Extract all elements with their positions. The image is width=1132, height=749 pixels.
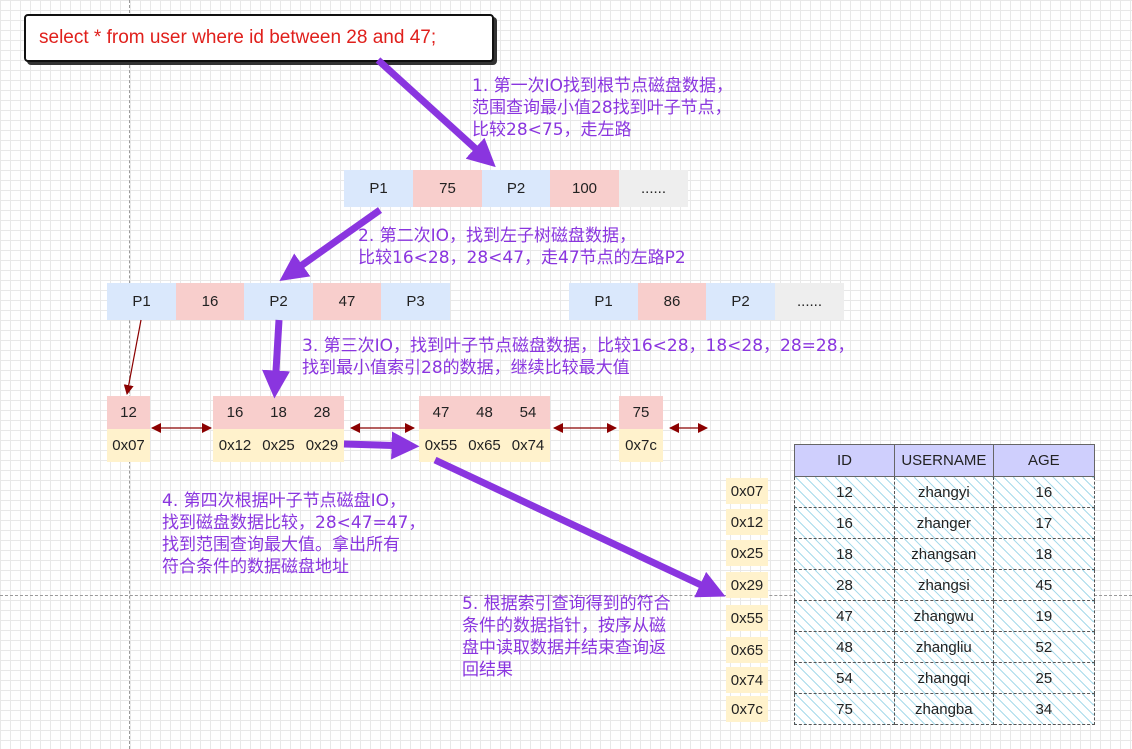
table-cell-username: zhangliu <box>893 631 994 663</box>
table-row: 75 zhangba 34 <box>794 693 1096 725</box>
note-step-4: 4. 第四次根据叶子节点磁盘IO， 找到磁盘数据比较，28<47=47， 找到范… <box>162 491 426 577</box>
internal-left-key-16: 16 <box>176 283 244 320</box>
disk-address-0x29: 0x29 <box>726 572 768 598</box>
leaf-addr-0x7c: 0x7c <box>619 429 663 462</box>
table-cell-username: zhangsan <box>893 538 994 570</box>
arrow-internal-to-leaf <box>262 319 291 399</box>
table-header-age: AGE <box>992 444 1096 477</box>
leaf-addr-0x55: 0x55 <box>419 429 463 462</box>
leaf-key-28: 28 <box>300 396 344 429</box>
table-header-row: ID USERNAME AGE <box>794 444 1096 477</box>
disk-address-0x12: 0x12 <box>726 509 768 535</box>
table-cell-id: 18 <box>794 538 895 570</box>
table-cell-age: 19 <box>992 600 1096 632</box>
table-cell-username: zhangba <box>893 693 994 725</box>
arrow-leaf-to-disk <box>433 456 726 598</box>
table-row: 28 zhangsi 45 <box>794 569 1096 601</box>
table-cell-id: 16 <box>794 507 895 539</box>
leaf-addr-0x65: 0x65 <box>463 429 506 462</box>
internal-left-key-47: 47 <box>313 283 381 320</box>
note-step-1: 1. 第一次IO找到根节点磁盘数据， 范围查询最小值28找到叶子节点， 比较28… <box>472 76 734 140</box>
disk-address-0x55: 0x55 <box>726 605 768 631</box>
note-step-3: 3. 第三次IO，找到叶子节点磁盘数据，比较16<28，18<28，28=28，… <box>302 336 855 378</box>
root-node-key-100: 100 <box>550 170 619 207</box>
leaf-key-54: 54 <box>506 396 550 429</box>
leaf-key-18: 18 <box>257 396 300 429</box>
table-cell-username: zhangwu <box>893 600 994 632</box>
arrow-leaf-to-next-leaf <box>343 431 420 460</box>
disk-address-0x25: 0x25 <box>726 540 768 566</box>
sql-query-text: select * from user where id between 28 a… <box>39 27 437 48</box>
disk-address-0x07: 0x07 <box>726 478 768 504</box>
root-node-key-75: 75 <box>413 170 482 207</box>
leaf-addr-0x12: 0x12 <box>213 429 257 462</box>
leaf-addr-0x74: 0x74 <box>506 429 550 462</box>
note-step-5: 5. 根据索引查询得到的符合 条件的数据指针，按序从磁 盘中读取数据并结束查询返… <box>462 594 671 680</box>
internal-right-pointer-p2: P2 <box>706 283 775 320</box>
table-cell-age: 45 <box>992 569 1096 601</box>
table-cell-id: 28 <box>794 569 895 601</box>
table-cell-age: 52 <box>992 631 1096 663</box>
arrow-p1-to-leaf-12 <box>123 319 142 395</box>
internal-right-ellipsis: ...... <box>775 283 844 320</box>
table-cell-age: 16 <box>992 476 1096 508</box>
leaf-key-75: 75 <box>619 396 663 429</box>
table-cell-age: 17 <box>992 507 1096 539</box>
leaf-key-47: 47 <box>419 396 463 429</box>
disk-address-0x7c: 0x7c <box>726 696 768 722</box>
table-row: 16 zhanger 17 <box>794 507 1096 539</box>
table-row: 18 zhangsan 18 <box>794 538 1096 570</box>
root-node-ellipsis: ...... <box>619 170 688 207</box>
disk-address-0x74: 0x74 <box>726 667 768 693</box>
table-cell-id: 54 <box>794 662 895 694</box>
internal-right-key-86: 86 <box>638 283 706 320</box>
table-cell-username: zhangsi <box>893 569 994 601</box>
root-node-pointer-p2: P2 <box>482 170 550 207</box>
table-row: 48 zhangliu 52 <box>794 631 1096 663</box>
internal-right-pointer-p1: P1 <box>569 283 638 320</box>
arrow-root-to-internal <box>279 207 383 282</box>
table-cell-username: zhangyi <box>893 476 994 508</box>
root-node-pointer-p1: P1 <box>344 170 413 207</box>
table-cell-id: 75 <box>794 693 895 725</box>
leaf-key-16: 16 <box>213 396 257 429</box>
leaf-key-48: 48 <box>463 396 506 429</box>
leaf-addr-0x07: 0x07 <box>107 429 150 462</box>
note-step-2: 2. 第二次IO，找到左子树磁盘数据， 比较16<28，28<47，走47节点的… <box>358 226 686 268</box>
internal-left-pointer-p3: P3 <box>381 283 450 320</box>
arrow-query-to-root <box>375 57 496 168</box>
table-cell-age: 25 <box>992 662 1096 694</box>
leaf-addr-0x25: 0x25 <box>257 429 300 462</box>
disk-address-0x65: 0x65 <box>726 637 768 663</box>
guide-line-vertical <box>129 0 130 749</box>
table-cell-id: 48 <box>794 631 895 663</box>
table-header-id: ID <box>794 444 895 477</box>
table-cell-age: 18 <box>992 538 1096 570</box>
table-cell-age: 34 <box>992 693 1096 725</box>
table-cell-username: zhanger <box>893 507 994 539</box>
table-row: 54 zhangqi 25 <box>794 662 1096 694</box>
table-header-username: USERNAME <box>893 444 994 477</box>
internal-left-pointer-p2: P2 <box>244 283 313 320</box>
guide-line-horizontal <box>0 595 1132 596</box>
leaf-key-12: 12 <box>107 396 150 429</box>
leaf-addr-0x29: 0x29 <box>300 429 344 462</box>
user-data-table: ID USERNAME AGE 12 zhangyi 16 16 zhanger… <box>794 444 1096 725</box>
sql-query-box: select * from user where id between 28 a… <box>24 14 494 62</box>
internal-left-pointer-p1: P1 <box>107 283 176 320</box>
